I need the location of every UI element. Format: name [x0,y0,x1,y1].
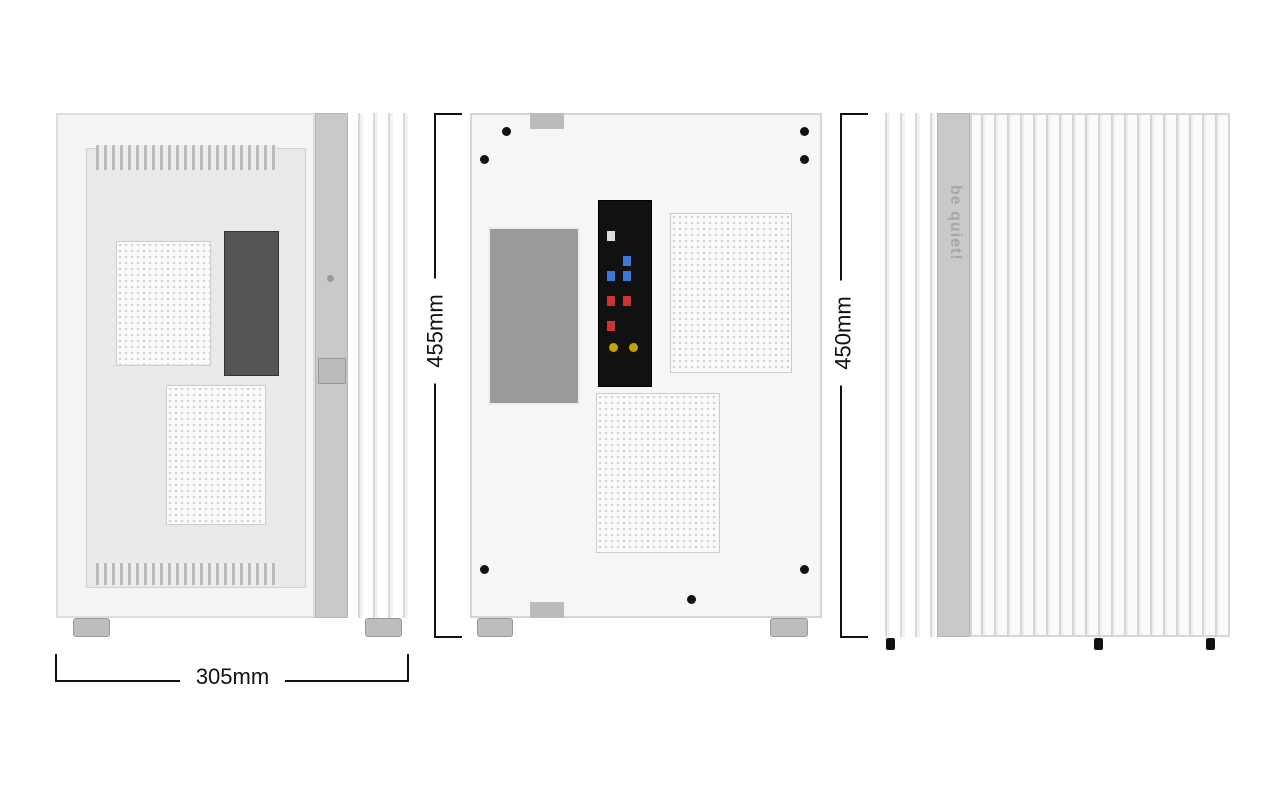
psu-bracket [224,231,279,376]
dimension-tick [434,636,462,638]
dimension-tick [840,636,868,638]
foot [73,618,110,637]
front-fins [348,113,410,618]
usb-port [607,271,615,281]
screw-hole [800,127,809,136]
case-back-view [470,113,822,618]
bottom-vent [96,563,276,585]
usb-port [607,296,615,306]
foot [1094,638,1103,650]
foot [886,638,895,650]
dimension-tick [434,113,462,115]
front-fins [875,113,937,637]
power-button-icon [327,275,334,282]
logo-strip [937,113,970,637]
dimension-tick [407,654,409,682]
dimension-tick [840,113,868,115]
top-vent [96,145,276,170]
screw-hole [800,565,809,574]
usb-port [623,296,631,306]
brand-logo: be quiet! [947,185,964,261]
foot [477,618,513,637]
screw-hole [480,565,489,574]
expansion-slot-covers [596,393,720,553]
usb-port [623,256,631,266]
antenna-connector [629,343,638,352]
screw-hole [687,595,696,604]
side-vent-panel [970,113,1230,637]
expansion-slots [166,385,266,525]
foot [365,618,402,637]
bottom-tab [530,602,564,618]
case-side-view [875,113,1230,637]
dimension-tick [55,654,57,682]
usb-port [623,271,631,281]
fan-mesh [116,241,211,366]
psu-opening [488,227,580,405]
case-front-view [56,113,410,618]
io-shield [598,200,652,387]
screw-hole [480,155,489,164]
antenna-connector [609,343,618,352]
height-back-label: 455mm [422,278,449,384]
foot [1206,638,1215,650]
top-tab [530,113,564,129]
io-switch [318,358,346,384]
height-side-label: 450mm [830,280,857,386]
width-label: 305mm [180,664,285,690]
hdmi-port [607,231,615,241]
screw-hole [502,127,511,136]
usb-port [607,321,615,331]
rear-fan-mesh [670,213,792,373]
screw-hole [800,155,809,164]
foot [770,618,808,637]
